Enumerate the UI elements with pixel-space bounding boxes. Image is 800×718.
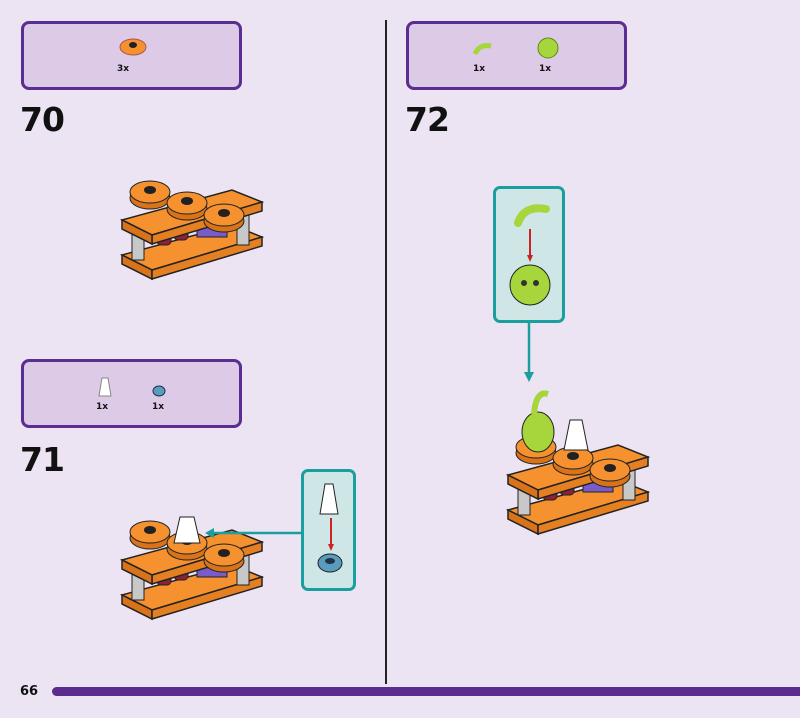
green-alien-head-icon xyxy=(509,264,551,306)
green-antenna-icon xyxy=(514,204,550,227)
red-arrow-icon xyxy=(527,229,533,262)
page-footer-bar xyxy=(52,687,800,696)
blue-round-plate-icon xyxy=(317,553,343,573)
parts-list-step-70: 3x xyxy=(21,21,242,90)
column-divider xyxy=(385,20,387,684)
step-number: 72 xyxy=(405,100,450,139)
shelf-assembly-illustration xyxy=(121,180,263,280)
placement-arrow-icon xyxy=(205,528,301,538)
part-qty: 1x xyxy=(473,64,486,74)
orange-round-tile-icon xyxy=(119,38,147,56)
placement-arrow-icon xyxy=(524,322,534,382)
parts-list-step-72: 1x 1x xyxy=(406,21,627,90)
green-antenna-icon xyxy=(472,43,492,56)
part-qty: 3x xyxy=(117,64,130,74)
part-qty: 1x xyxy=(152,402,165,412)
page-number: 66 xyxy=(20,684,39,699)
sub-assembly-callout xyxy=(493,186,565,323)
green-alien-head-icon xyxy=(537,37,559,59)
step-number: 71 xyxy=(20,440,65,479)
white-cone-icon xyxy=(98,377,112,397)
step-number: 70 xyxy=(20,100,65,139)
sub-assembly-callout xyxy=(301,469,356,591)
part-qty: 1x xyxy=(96,402,109,412)
parts-list-step-71: 1x 1x xyxy=(21,359,242,428)
white-cone-icon xyxy=(319,483,339,515)
blue-round-plate-icon xyxy=(152,385,166,397)
shelf-assembly-illustration xyxy=(121,516,263,620)
red-arrow-icon xyxy=(328,518,334,551)
shelf-assembly-illustration xyxy=(507,390,649,535)
part-qty: 1x xyxy=(539,64,552,74)
